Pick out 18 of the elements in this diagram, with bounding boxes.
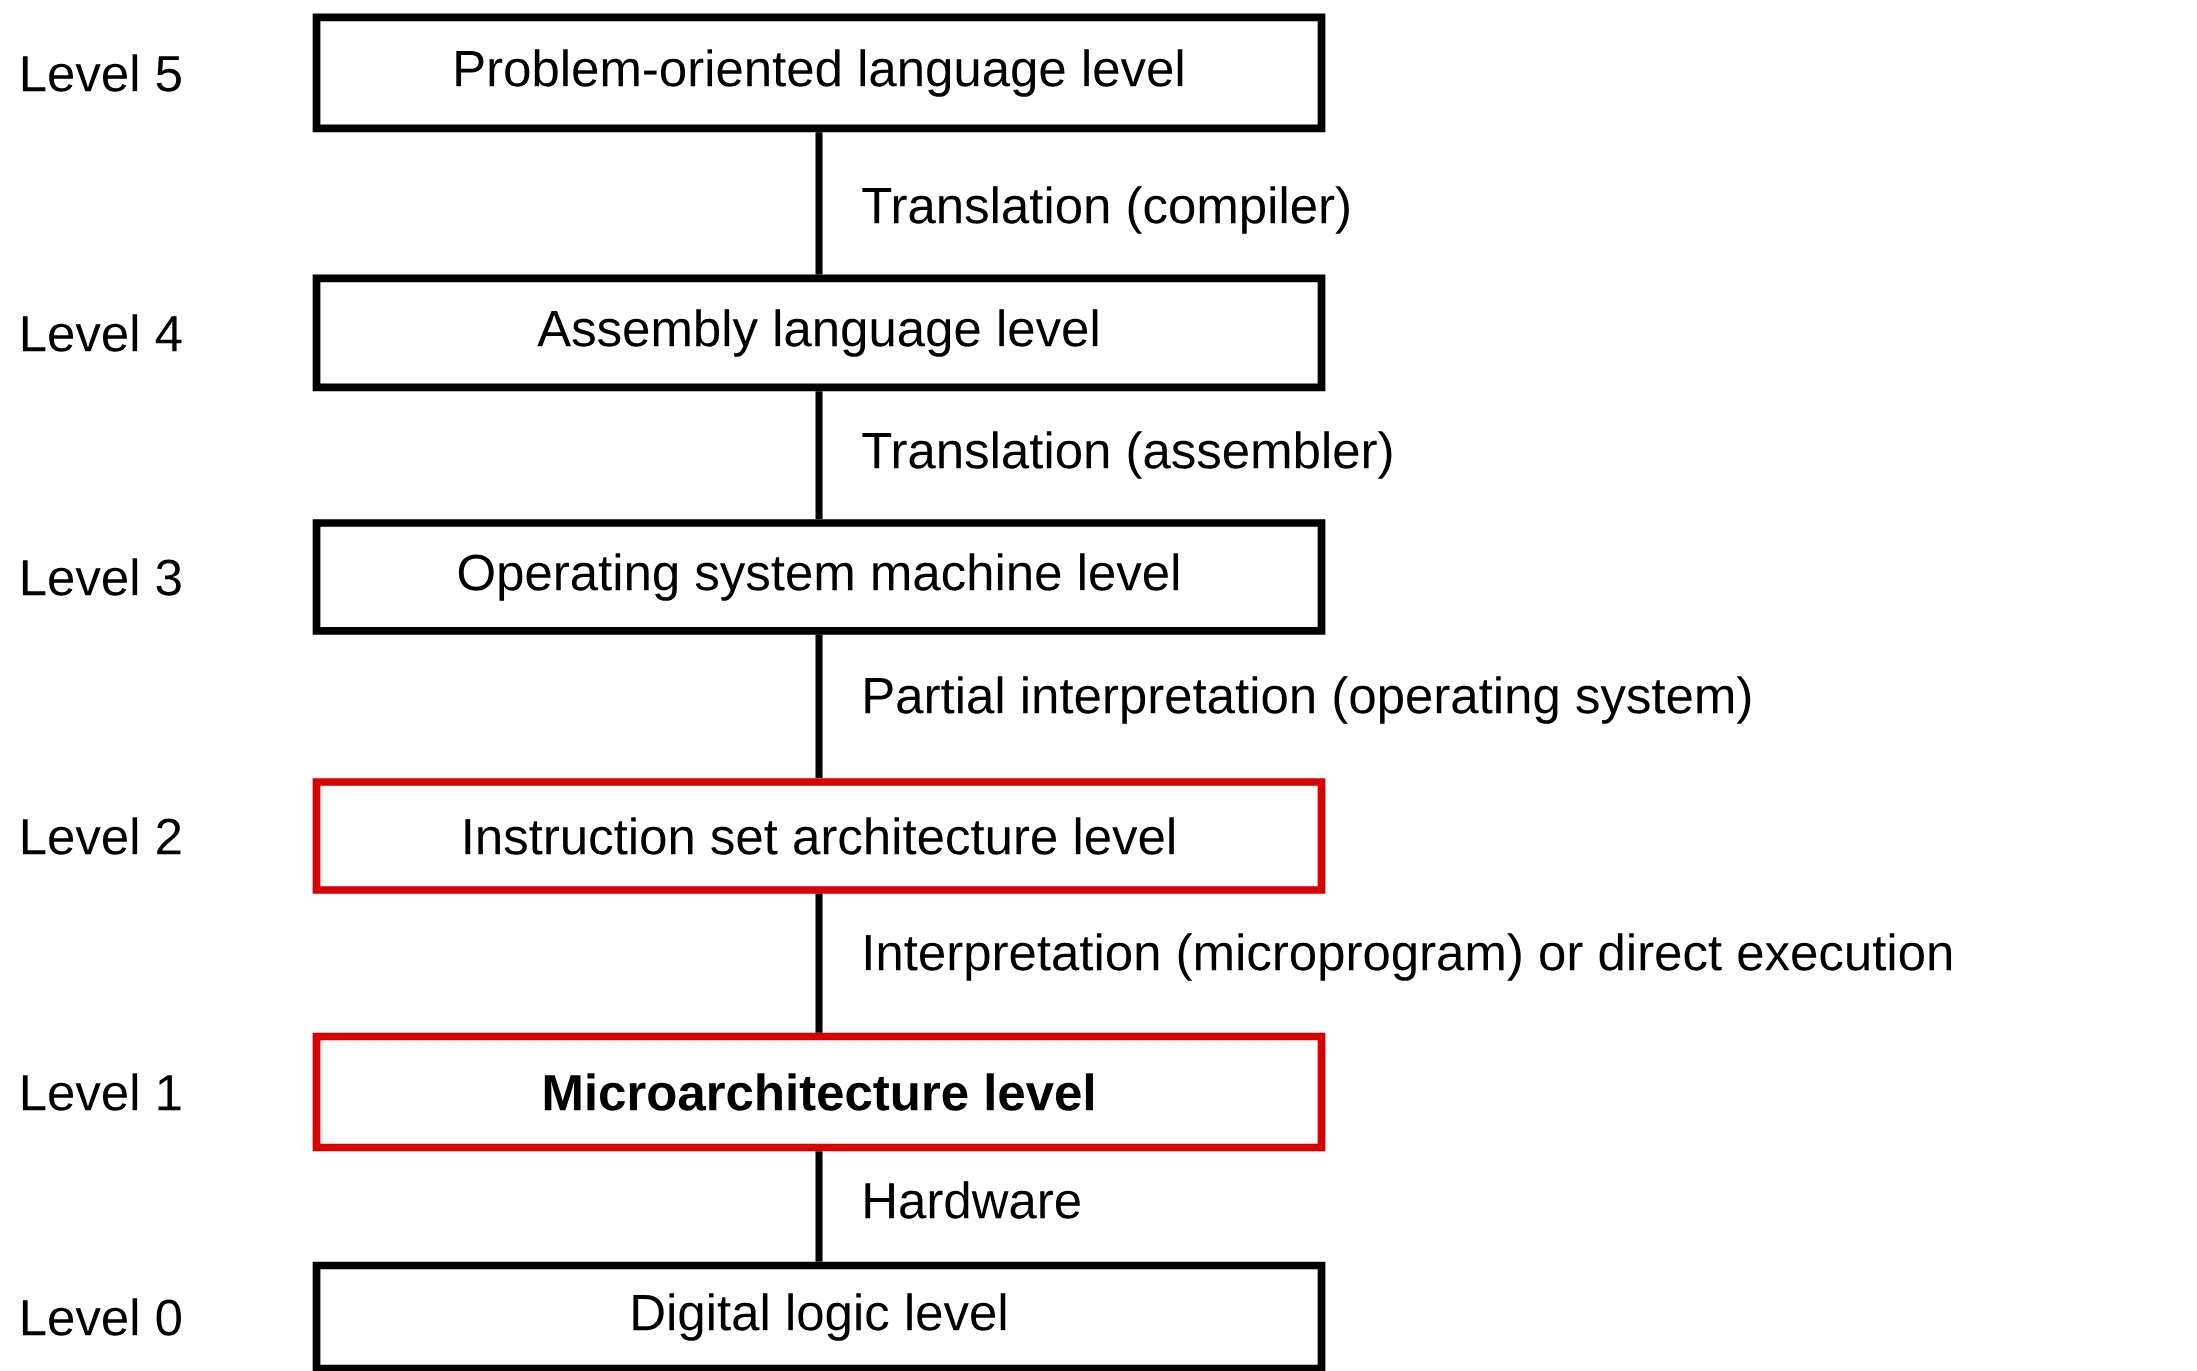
edge-label: Interpretation (microprogram) or direct execution (865, 933, 1952, 981)
level-label: Level 2 (22, 817, 181, 855)
level-label: Level 5 (22, 54, 181, 92)
level-label: Level 3 (22, 558, 181, 596)
level-label: Level 0 (22, 1298, 181, 1336)
edge-label: Translation (compiler) (862, 186, 1349, 234)
level-box: Problem-oriented language level (312, 13, 1326, 133)
level-label: Level 1 (22, 1073, 181, 1111)
level-label: Level 4 (22, 314, 182, 352)
level-box: Assembly language level (312, 274, 1326, 392)
level-box: Microarchitecture level (312, 1032, 1326, 1152)
level-box: Instruction set architecture level (312, 778, 1326, 894)
edge-label: Hardware (865, 1181, 1080, 1219)
connector-line (815, 634, 823, 779)
level-box: Operating system machine level (312, 519, 1326, 635)
level-box: Digital logic level (312, 1261, 1326, 1371)
edge-label: Partial interpretation (operating system) (865, 676, 1751, 724)
edge-label: Translation (assembler) (862, 431, 1392, 479)
